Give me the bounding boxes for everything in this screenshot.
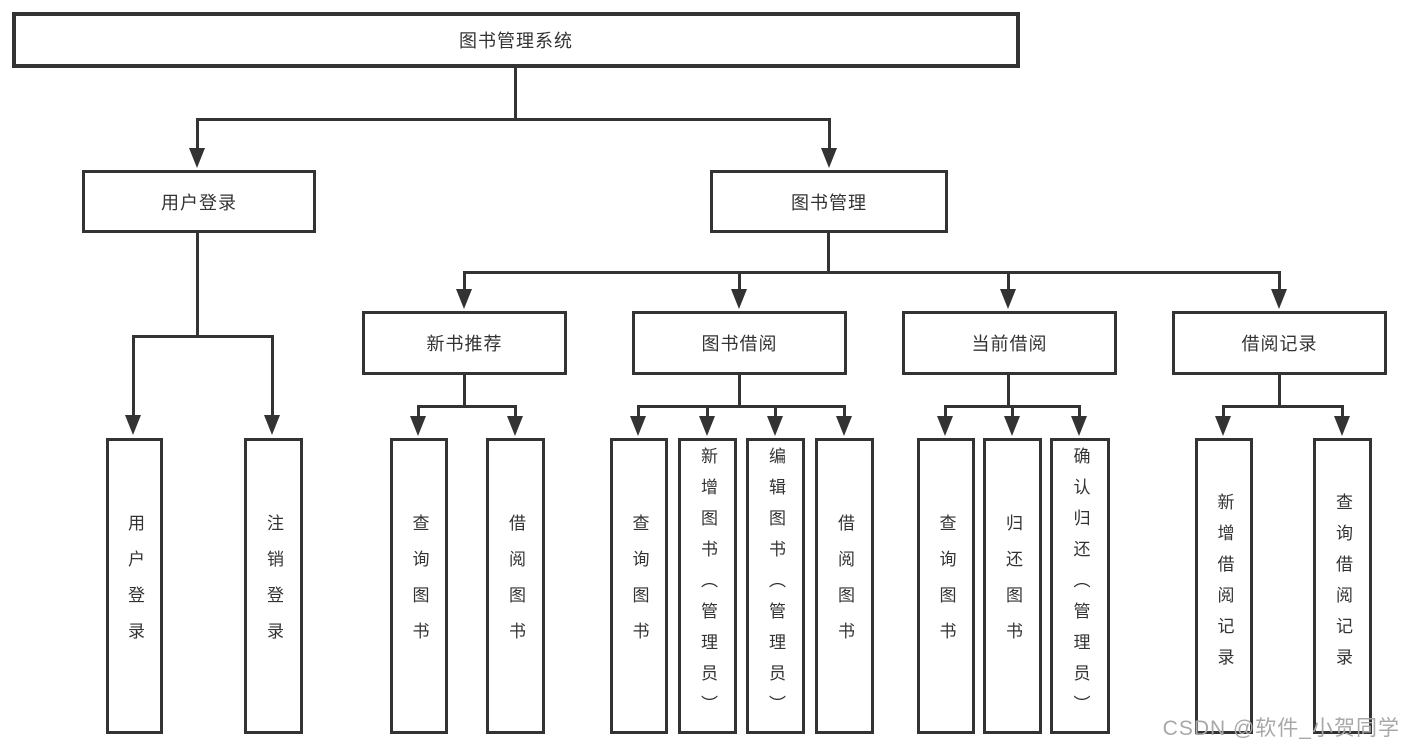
node-label: 当前借阅 (971, 334, 1048, 354)
leaf-confirm-return-admin: 确认归还（管理员） (1050, 438, 1110, 734)
connector-root-hline (197, 118, 831, 121)
connector-user-login-stem (196, 233, 199, 335)
connector-current-borrowing-stem (1007, 375, 1010, 405)
leaf-add-book-admin: 新增图书（管理员） (678, 438, 737, 734)
leaf-label: 归还图书 (1003, 514, 1022, 658)
arrow-to-query-books-2 (630, 405, 646, 436)
connector-user-login-hline (133, 335, 274, 338)
leaf-query-borrow-record: 查询借阅记录 (1313, 438, 1372, 734)
node-user-login: 用户登录 (82, 170, 316, 233)
arrow-to-leaf-logout (264, 335, 280, 435)
leaf-edit-book-admin: 编辑图书（管理员） (746, 438, 805, 734)
connector-new-book-hline (417, 405, 517, 408)
leaf-label: 查询图书 (936, 514, 956, 658)
arrow-to-book-borrowing (731, 271, 747, 309)
arrow-to-current-borrowing (1000, 271, 1016, 309)
connector-book-management-hline (463, 271, 1281, 274)
arrow-to-add-book (699, 405, 715, 436)
node-label: 图书管理 (791, 192, 867, 213)
leaf-label: 借阅图书 (835, 514, 854, 658)
node-book-borrowing: 图书借阅 (632, 311, 847, 375)
leaf-label: 查询借阅记录 (1333, 493, 1352, 679)
node-label: 图书借阅 (701, 334, 778, 354)
arrow-to-new-book-recommendation (456, 271, 472, 309)
connector-root-stem (514, 68, 517, 118)
arrow-to-borrow-books-2 (836, 405, 852, 436)
arrow-to-borrow-books-1 (507, 405, 523, 436)
arrow-to-borrowing-records (1271, 271, 1287, 309)
connector-book-borrowing-stem (738, 375, 741, 405)
leaf-label: 借阅图书 (506, 514, 525, 658)
node-current-borrowing: 当前借阅 (902, 311, 1117, 375)
arrow-to-book-management (821, 118, 837, 168)
arrow-to-edit-book (767, 405, 783, 436)
arrow-to-confirm-return (1071, 405, 1087, 436)
node-label: 新书推荐 (426, 334, 503, 354)
connector-book-management-stem (827, 233, 830, 271)
arrow-to-query-books-1 (410, 405, 426, 436)
leaf-label: 新增借阅记录 (1214, 493, 1234, 679)
connector-borrowing-records-hline (1222, 405, 1343, 408)
csdn-watermark: CSDN @软件_小贺同学 (1162, 717, 1400, 740)
node-book-management: 图书管理 (710, 170, 948, 233)
leaf-add-borrow-record: 新增借阅记录 (1195, 438, 1253, 734)
connector-borrowing-records-stem (1278, 375, 1281, 405)
leaf-label: 注销登录 (264, 514, 283, 658)
connector-new-book-stem (463, 375, 466, 405)
leaf-label: 确认归还（管理员） (1070, 446, 1090, 726)
arrow-to-add-borrow-record (1215, 405, 1231, 436)
leaf-label: 查询图书 (409, 514, 429, 658)
node-label: 借阅记录 (1241, 334, 1318, 354)
leaf-borrow-books-2: 借阅图书 (815, 438, 874, 734)
node-label: 图书管理系统 (459, 31, 573, 51)
arrow-to-return-books (1004, 405, 1020, 436)
leaf-user-login: 用户登录 (106, 438, 163, 734)
node-borrowing-records: 借阅记录 (1172, 311, 1387, 375)
leaf-label: 用户登录 (125, 514, 144, 658)
leaf-return-books: 归还图书 (983, 438, 1042, 734)
leaf-borrow-books-1: 借阅图书 (486, 438, 545, 734)
leaf-label: 新增图书（管理员） (698, 446, 717, 726)
node-new-book-recommendation: 新书推荐 (362, 311, 567, 375)
leaf-label: 查询图书 (629, 514, 649, 658)
leaf-logout: 注销登录 (244, 438, 303, 734)
leaf-query-books-1: 查询图书 (390, 438, 448, 734)
leaf-query-books-2: 查询图书 (610, 438, 668, 734)
arrow-to-query-books-3 (937, 405, 953, 436)
arrow-to-user-login (189, 118, 205, 168)
leaf-query-books-3: 查询图书 (917, 438, 975, 734)
node-library-management-system: 图书管理系统 (12, 12, 1020, 68)
connector-book-borrowing-hline (637, 405, 846, 408)
arrow-to-leaf-user-login (125, 335, 141, 435)
node-label: 用户登录 (161, 192, 237, 213)
leaf-label: 编辑图书（管理员） (766, 446, 785, 726)
arrow-to-query-borrow-record (1334, 405, 1350, 436)
